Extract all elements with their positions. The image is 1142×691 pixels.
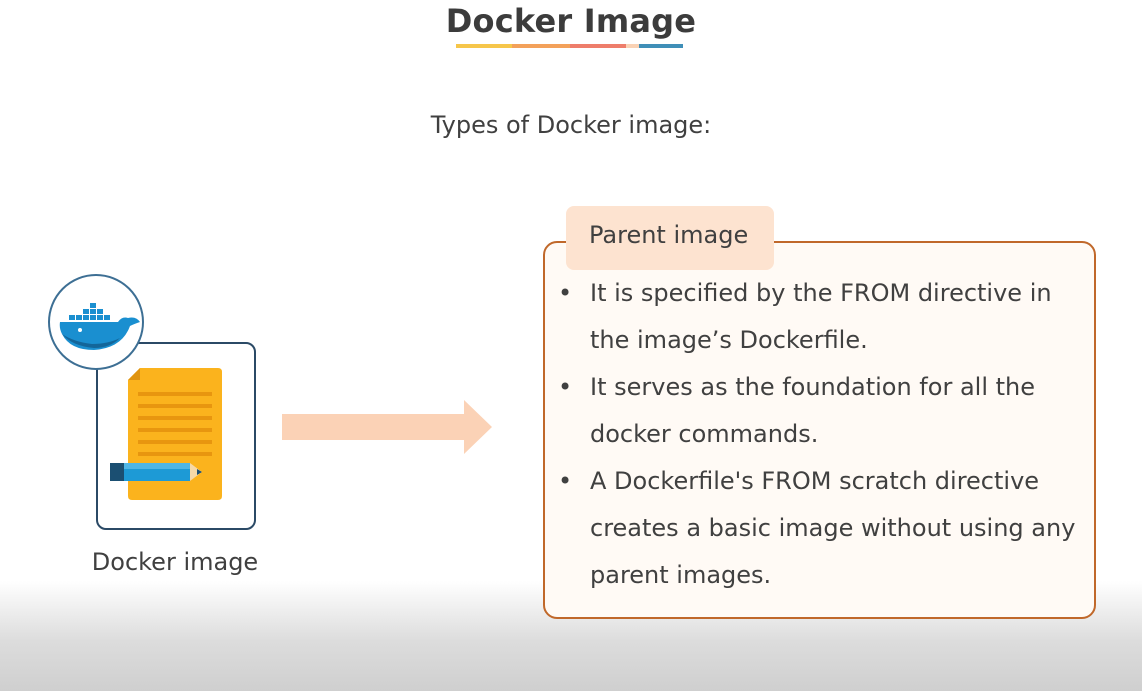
docker-image-label: Docker image (91, 548, 259, 576)
parent-image-box (543, 241, 1096, 619)
title-underline (456, 44, 683, 48)
bullet-dot: • (558, 467, 573, 495)
right-arrow-icon (282, 400, 492, 454)
bullet-text: A Dockerfile's FROM scratch directive cr… (590, 467, 1076, 589)
bullet-item: • A Dockerfile's FROM scratch directive … (556, 458, 1086, 599)
parent-image-tab: Parent image (566, 206, 774, 270)
docker-whale-icon (59, 303, 140, 350)
bullet-list: • It is specified by the FROM directive … (556, 270, 1086, 599)
bullet-text: It serves as the foundation for all the … (590, 373, 1035, 448)
docker-badge (48, 274, 144, 370)
bullet-item: • It serves as the foundation for all th… (556, 364, 1086, 458)
bullet-dot: • (558, 279, 573, 307)
document-pencil-icon (110, 368, 222, 500)
page-title: Docker Image (445, 2, 697, 40)
subtitle: Types of Docker image: (430, 111, 712, 139)
bullet-dot: • (558, 373, 573, 401)
docker-image-card (96, 342, 256, 530)
bullet-item: • It is specified by the FROM directive … (556, 270, 1086, 364)
bullet-text: It is specified by the FROM directive in… (590, 279, 1052, 354)
